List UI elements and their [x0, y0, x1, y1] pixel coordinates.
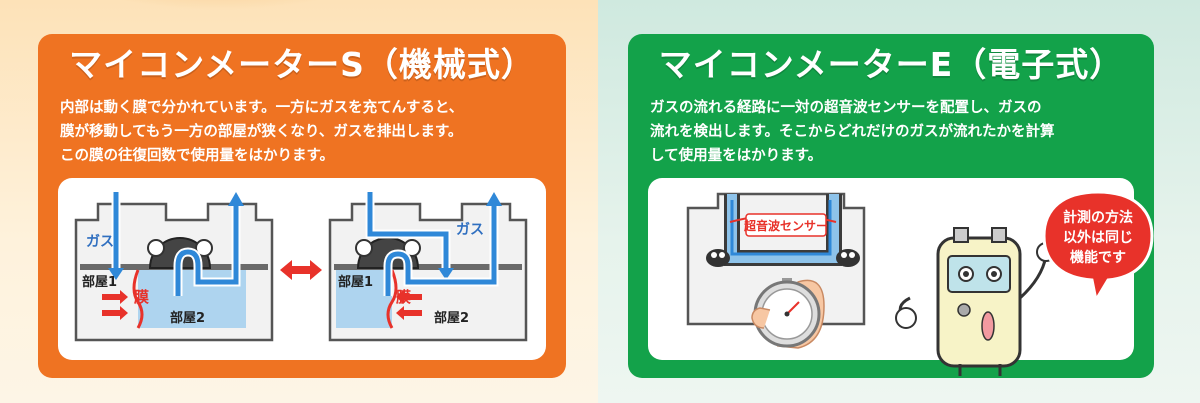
room1-area: [336, 270, 392, 328]
description-line: 流れを検出します。そこからどれだけのガスが流れたかを計算: [650, 124, 1055, 140]
membrane-label: 膜: [396, 288, 411, 306]
flow-arrow-icon: [486, 192, 502, 206]
gas-label: ガス: [456, 222, 484, 238]
sensor-label: 超音波センサー: [743, 218, 828, 233]
membrane: [386, 269, 398, 329]
flow-arrow-icon: [228, 192, 244, 206]
mechanical-diagram-area: ガス 部屋1 膜 部屋2: [58, 178, 546, 360]
description-line: して使用量をはかります。: [650, 148, 823, 164]
mechanical-meter-title: マイコンメーターS（機械式）: [69, 45, 535, 84]
meter-diagram-right: ガス 部屋1 膜 部屋2: [328, 192, 528, 342]
top-glow: [60, 0, 380, 10]
double-arrow-icon: [280, 260, 322, 280]
flow-arrow-icon: [108, 268, 124, 280]
membrane: [132, 269, 144, 329]
speech-bubble-line: 計測の方法: [1063, 209, 1133, 226]
mechanical-meter-panel: マイコンメーターS（機械式） 内部は動く膜で分かれています。一方にガスを充てんす…: [38, 34, 566, 378]
pressure-arrow-icon: [396, 290, 422, 304]
electronic-meter-panel: マイコンメーターE（電子式） ガスの流れる経路に一対の超音波センサーを配置し、ガ…: [628, 34, 1154, 378]
mechanical-diagram: ガス 部屋1 膜 部屋2: [74, 192, 528, 342]
speech-bubble: 計測の方法 以外は同じ 機能です: [1042, 190, 1154, 305]
pressure-arrow-icon: [102, 290, 128, 304]
electronic-meter-title: マイコンメーターE（電子式）: [658, 45, 1124, 84]
description-line: この膜の往復回数で使用量をはかります。: [60, 148, 335, 164]
ultrasonic-sensor-icon: [836, 249, 860, 267]
pressure-arrow-icon: [102, 306, 128, 320]
room1-label: 部屋1: [338, 274, 373, 290]
membrane-label: 膜: [134, 288, 149, 306]
pressure-arrow-icon: [396, 306, 422, 320]
stopwatch-icon: [751, 278, 825, 349]
mechanical-meter-description: 内部は動く膜で分かれています。一方にガスを充てんすると、 膜が移動してもう一方の…: [60, 96, 556, 168]
description-line: 膜が移動してもう一方の部屋が狭くなり、ガスを排出します。: [60, 124, 463, 140]
meter-diagram-left: ガス 部屋1 膜 部屋2: [74, 192, 274, 342]
speech-bubble-line: 機能です: [1070, 249, 1126, 266]
electronic-meter-description: ガスの流れる経路に一対の超音波センサーを配置し、ガスの 流れを検出します。そこか…: [650, 96, 1146, 168]
ultrasonic-sensor-icon: [706, 249, 730, 267]
room2-label: 部屋2: [434, 310, 469, 326]
room2-label: 部屋2: [170, 310, 205, 326]
electronic-diagram-area: 超音波センサー: [648, 178, 1134, 376]
speech-bubble-line: 以外は同じ: [1063, 229, 1133, 246]
room1-label: 部屋1: [82, 274, 117, 290]
meter-mascot-icon: [895, 227, 1056, 376]
description-line: ガスの流れる経路に一対の超音波センサーを配置し、ガスの: [650, 100, 1042, 116]
description-line: 内部は動く膜で分かれています。一方にガスを充てんすると、: [60, 100, 464, 116]
gas-label: ガス: [86, 234, 114, 250]
flow-arrow-icon: [438, 268, 454, 280]
